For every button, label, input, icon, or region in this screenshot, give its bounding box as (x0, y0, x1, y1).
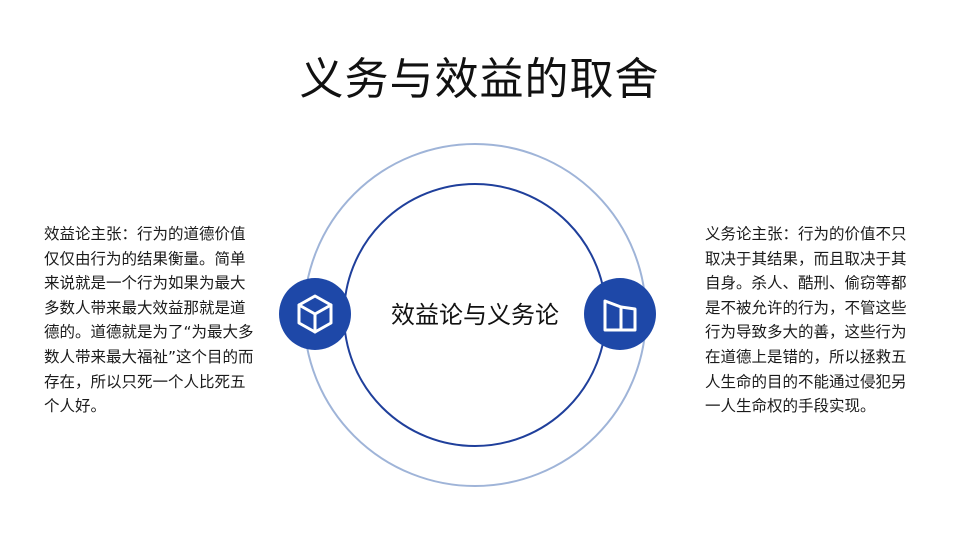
deontology-badge (584, 278, 656, 350)
building-icon (603, 299, 637, 332)
page-title: 义务与效益的取舍 (299, 54, 660, 105)
center-label: 效益论与义务论 (391, 301, 559, 329)
utilitarianism-badge (279, 278, 351, 350)
deontology-text: 义务论主张：行为的价值不只取决于其结果，而且取决于其自身。杀人、酷刑、偷窃等都是… (705, 225, 907, 416)
utilitarianism-text: 效益论主张：行为的道德价值仅仅由行为的结果衡量。简单来说就是一个行为如果为最大多… (44, 225, 254, 416)
cube-icon (297, 294, 333, 334)
